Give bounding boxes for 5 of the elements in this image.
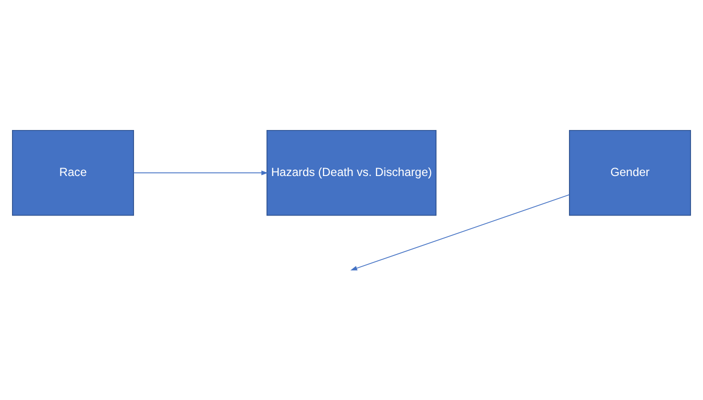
arrow bbox=[350, 194, 570, 270]
node-box: Hazards (Death vs. Discharge) bbox=[266, 129, 436, 216]
arrow bbox=[133, 170, 268, 175]
node-box: Race bbox=[12, 129, 134, 216]
node-box: Gender bbox=[569, 129, 691, 216]
